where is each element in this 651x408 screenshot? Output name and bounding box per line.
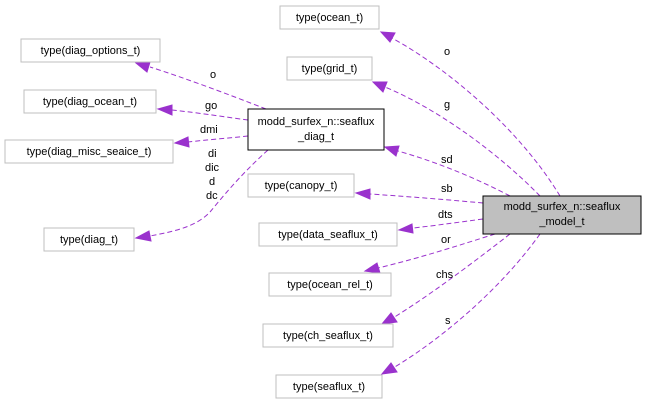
svg-text:_diag_t: _diag_t: [297, 131, 334, 143]
edge-model-oceanrel: [363, 233, 496, 274]
edge-model-ch: [380, 233, 511, 325]
svg-text:type(canopy_t): type(canopy_t): [265, 180, 338, 192]
edge-label-chs: chs: [436, 269, 454, 281]
edge-label-o-diag: o: [210, 69, 216, 81]
svg-text:type(grid_t): type(grid_t): [302, 63, 358, 75]
node-seaflux-model-t[interactable]: modd_surfex_n::seaflux _model_t: [482, 195, 642, 235]
edge-model-canopy: [354, 188, 484, 204]
edge-model-grid: [371, 81, 541, 197]
edge-diag-ocean: [156, 104, 249, 121]
node-ocean-rel-t[interactable]: type(ocean_rel_t): [268, 272, 392, 297]
node-canopy-t[interactable]: type(canopy_t): [247, 173, 355, 198]
svg-text:type(seaflux_t): type(seaflux_t): [293, 381, 365, 393]
node-diag-options-t[interactable]: type(diag_options_t): [20, 38, 161, 63]
svg-text:type(ocean_t): type(ocean_t): [296, 12, 363, 24]
edge-label-di: di: [208, 148, 217, 160]
node-seaflux-t[interactable]: type(seaflux_t): [275, 374, 383, 399]
edge-model-ocean: [379, 31, 561, 197]
svg-text:type(diag_ocean_t): type(diag_ocean_t): [43, 96, 137, 108]
edge-diag-misc: [173, 135, 249, 148]
svg-text:type(data_seaflux_t): type(data_seaflux_t): [278, 229, 378, 241]
edge-label-sd: sd: [441, 154, 453, 166]
edge-label-dts: dts: [438, 209, 453, 221]
svg-text:type(ocean_rel_t): type(ocean_rel_t): [287, 279, 373, 291]
svg-text:_model_t: _model_t: [538, 216, 584, 228]
node-seaflux-diag-t[interactable]: modd_surfex_n::seaflux _diag_t: [247, 108, 385, 151]
node-grid-t[interactable]: type(grid_t): [286, 56, 373, 81]
svg-text:type(diag_options_t): type(diag_options_t): [41, 45, 141, 57]
edge-label-go: go: [205, 100, 217, 112]
node-ch-seaflux-t[interactable]: type(ch_seaflux_t): [262, 323, 394, 348]
edge-diag-diagt: [134, 149, 269, 242]
edge-label-dc: dc: [206, 190, 218, 202]
svg-text:modd_surfex_n::seaflux: modd_surfex_n::seaflux: [258, 116, 375, 128]
edge-label-d: d: [209, 176, 215, 188]
node-diag-t[interactable]: type(diag_t): [43, 227, 135, 252]
edge-label-or: or: [441, 234, 451, 246]
svg-text:type(diag_t): type(diag_t): [60, 234, 118, 246]
edge-model-diag: [383, 145, 511, 197]
svg-text:type(ch_seaflux_t): type(ch_seaflux_t): [283, 330, 373, 342]
node-ocean-t[interactable]: type(ocean_t): [279, 5, 380, 30]
node-data-seaflux-t[interactable]: type(data_seaflux_t): [258, 222, 398, 247]
edge-label-o-model: o: [444, 46, 450, 58]
edge-label-sb: sb: [441, 183, 453, 195]
edge-label-dic: dic: [205, 162, 220, 174]
edge-label-s: s: [445, 315, 451, 327]
svg-text:modd_surfex_n::seaflux: modd_surfex_n::seaflux: [504, 201, 621, 213]
edge-label-g: g: [444, 99, 450, 111]
edge-model-data: [397, 218, 484, 234]
node-diag-misc-seaice-t[interactable]: type(diag_misc_seaice_t): [4, 139, 174, 164]
edge-model-seaflux: [380, 233, 541, 375]
node-diag-ocean-t[interactable]: type(diag_ocean_t): [23, 89, 157, 114]
edge-label-dmi: dmi: [200, 124, 218, 136]
svg-text:type(diag_misc_seaice_t): type(diag_misc_seaice_t): [27, 146, 152, 158]
